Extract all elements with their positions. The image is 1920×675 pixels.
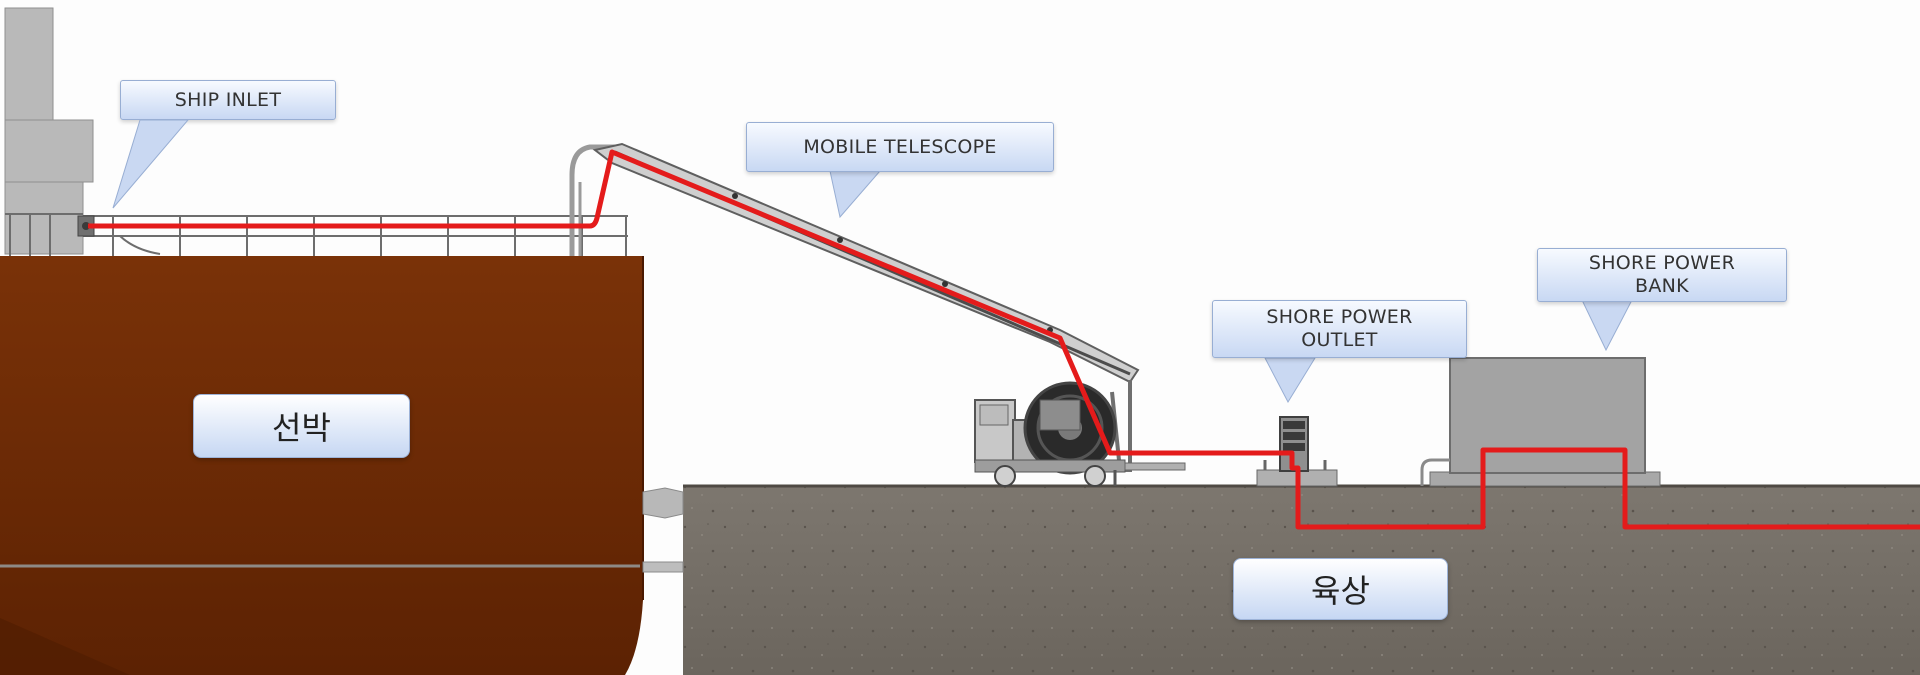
- shore-power-bank-unit: [1420, 357, 1661, 487]
- shore-power-outlet-label-line2: OUTLET: [1301, 329, 1378, 351]
- shore-power-bank-callout: SHORE POWER BANK: [1537, 248, 1787, 302]
- mobile-telescope-label: MOBILE TELESCOPE: [803, 135, 997, 158]
- shore-power-outlet-callout: SHORE POWER OUTLET: [1212, 300, 1467, 358]
- telescope-deck-support: [569, 144, 620, 256]
- shore-power-outlet-label-line1: SHORE POWER: [1266, 306, 1413, 328]
- ship-label: 선박: [193, 394, 410, 458]
- ship-inlet-pointer: [112, 119, 190, 209]
- ship-superstructure: [4, 7, 94, 255]
- ship-inlet-label: SHIP INLET: [174, 88, 282, 111]
- power-cable: [88, 149, 1920, 530]
- land-label: 육상: [1233, 558, 1448, 620]
- shore-power-outlet-unit: [1256, 416, 1338, 487]
- quay-fender: [642, 487, 684, 573]
- ship-label-text: 선박: [272, 409, 331, 447]
- ship-inlet-callout: SHIP INLET: [120, 80, 336, 120]
- land-label-text: 육상: [1311, 572, 1370, 610]
- mobile-cable-cart: [974, 381, 1186, 487]
- shore-power-bank-pointer: [1581, 299, 1633, 352]
- shore-power-bank-label-line1: SHORE POWER: [1588, 252, 1736, 274]
- deck-railing: [5, 213, 628, 256]
- shore-power-outlet-pointer: [1264, 357, 1316, 404]
- ship-hull: [0, 256, 644, 675]
- mobile-telescope-callout: MOBILE TELESCOPE: [746, 122, 1054, 172]
- shore-power-bank-label-line2: BANK: [1635, 275, 1689, 297]
- mobile-telescope-pointer: [829, 170, 882, 219]
- ship-inlet-socket: [77, 215, 95, 237]
